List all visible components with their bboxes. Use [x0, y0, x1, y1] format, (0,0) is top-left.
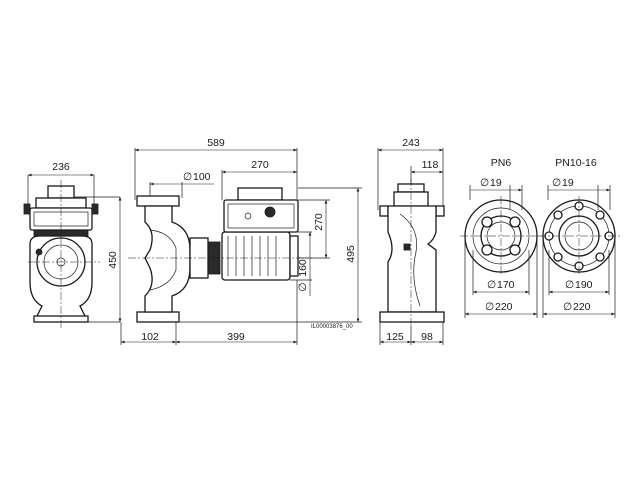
offset-left-label: 102	[141, 331, 159, 343]
pn10-outer-label: 220	[573, 301, 591, 313]
pn10-pitch-symbol: ∅	[565, 279, 574, 291]
side-view: 589 270 ∅ 100	[120, 137, 362, 345]
front-view: 236 450	[23, 161, 122, 328]
end-left-label: 125	[386, 331, 404, 343]
total-height-label: 495	[345, 245, 357, 263]
pn6-pitch-symbol: ∅	[487, 279, 496, 291]
flange-dia-label: 100	[193, 171, 211, 183]
motor-dia-label: 160	[297, 259, 309, 277]
pn6-outer-symbol: ∅	[485, 301, 494, 313]
front-width-label: 236	[52, 161, 70, 173]
flange-pn6: PN6 ∅ 19 ∅ 170 ∅ 220	[460, 157, 542, 318]
pn10-pitch-label: 190	[575, 279, 593, 291]
front-height-label: 450	[107, 251, 119, 269]
pn6-hole-label: 19	[490, 177, 502, 189]
pn6-pitch-label: 170	[497, 279, 515, 291]
pn10-title: PN10-16	[555, 157, 597, 169]
pn6-title: PN6	[491, 157, 512, 169]
pn10-hole-symbol: ∅	[552, 177, 561, 189]
end-view: 243 118 125 98	[377, 137, 445, 345]
end-depth-label: 243	[402, 137, 420, 149]
module-length-label: 270	[251, 159, 269, 171]
pn10-outer-symbol: ∅	[563, 301, 572, 313]
overall-length-label: 589	[207, 137, 225, 149]
pn6-hole-symbol: ∅	[480, 177, 489, 189]
module-height-label: 270	[313, 213, 325, 231]
end-half-depth-label: 118	[422, 159, 439, 171]
motor-dia-symbol: ∅	[297, 282, 309, 291]
offset-right-label: 399	[227, 331, 245, 343]
flange-pn10-16: PN10-16 ∅ 19 ∅ 190 ∅ 220	[538, 157, 620, 318]
pn10-hole-label: 19	[562, 177, 574, 189]
pn6-outer-label: 220	[495, 301, 513, 313]
end-right-label: 98	[421, 331, 433, 343]
flange-dia-symbol: ∅	[183, 171, 192, 183]
drawing-code: IL00003876_00	[311, 324, 353, 330]
